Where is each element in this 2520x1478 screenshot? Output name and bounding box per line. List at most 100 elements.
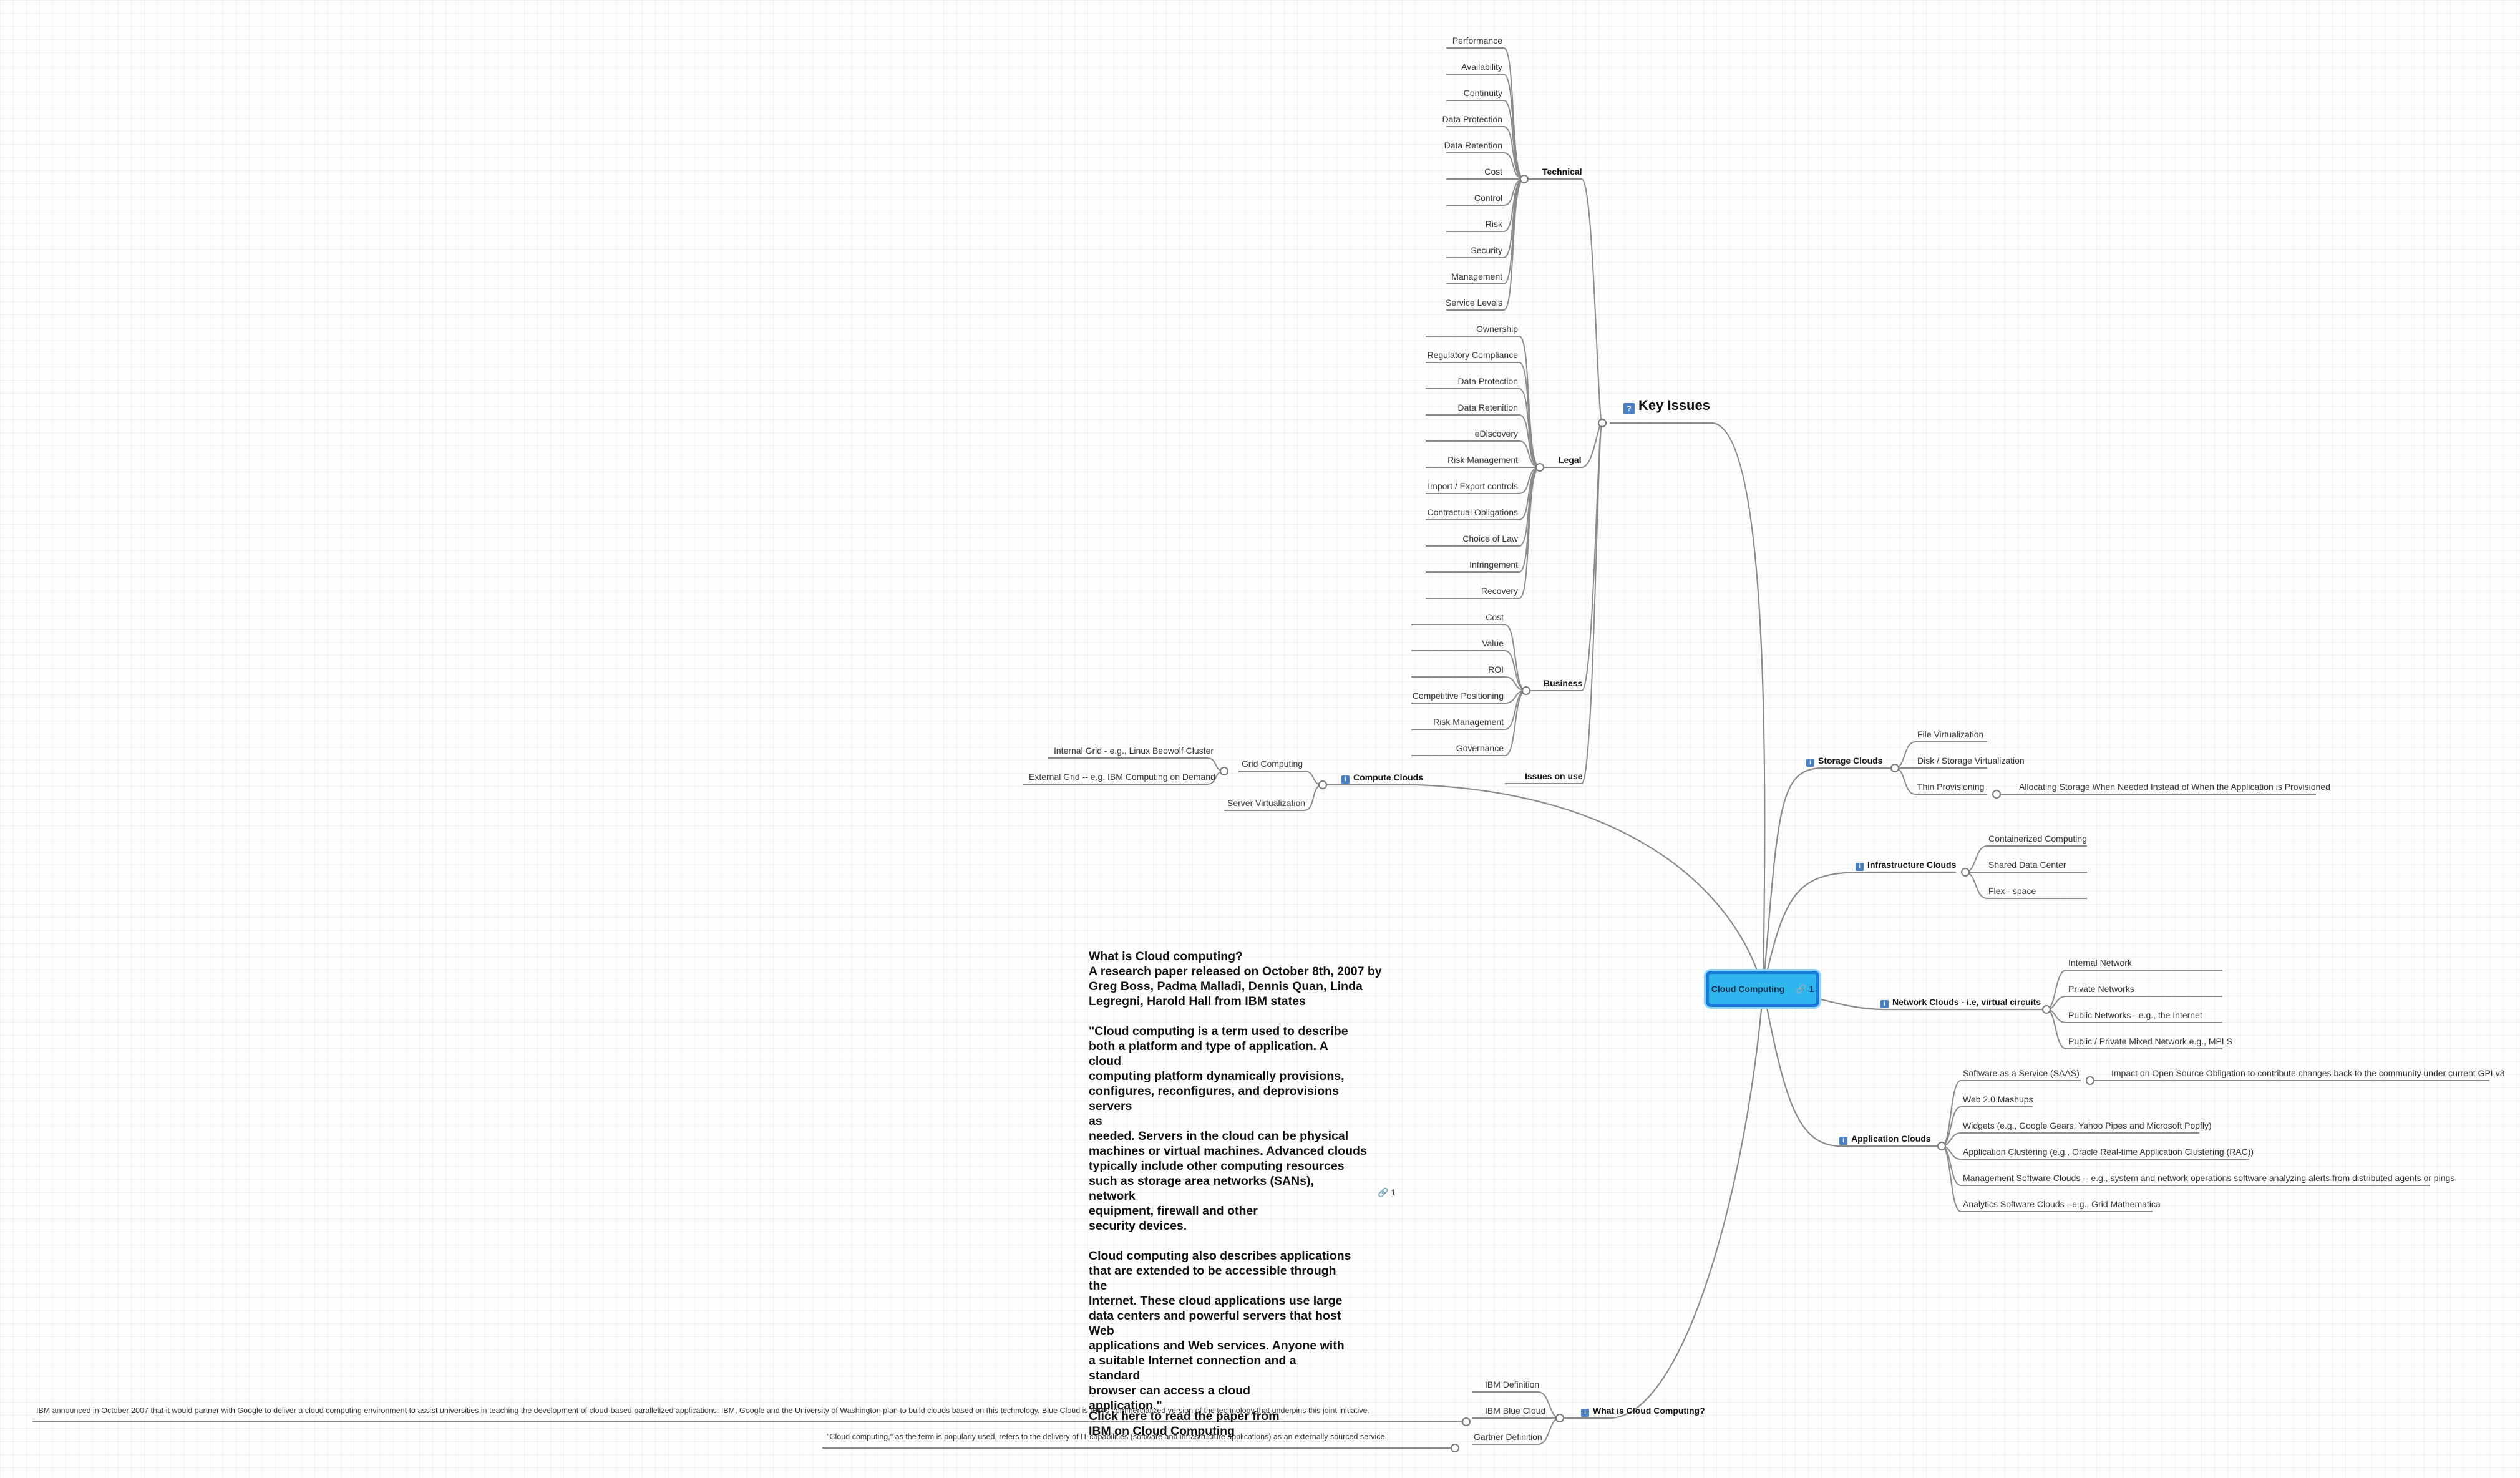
link-icon[interactable]: 🔗: [1378, 1187, 1389, 1197]
ibm-blue-cloud-collapse-knob[interactable]: [1462, 1417, 1471, 1426]
line-key-issues-sub-0: [1522, 178, 1603, 424]
business-item[interactable]: Governance: [1456, 743, 1504, 753]
technical-item[interactable]: Performance: [1452, 36, 1502, 46]
technical-item[interactable]: Data Retention: [1444, 140, 1502, 150]
node-management-software-clouds[interactable]: Management Software Clouds -- e.g., syst…: [1963, 1173, 2455, 1183]
legal-collapse-knob[interactable]: [1535, 463, 1544, 472]
read-paper-link[interactable]: Click here to read the paper from IBM on…: [1089, 1409, 1280, 1438]
node-external-grid[interactable]: External Grid -- e.g. IBM Computing on D…: [1029, 772, 1215, 782]
node-internal-network[interactable]: Internal Network: [2068, 958, 2132, 968]
business-item[interactable]: Competitive Positioning: [1412, 691, 1504, 701]
node-analytics-software-clouds[interactable]: Analytics Software Clouds - e.g., Grid M…: [1963, 1199, 2161, 1209]
subtopic-business[interactable]: Business: [1544, 678, 1583, 688]
technical-item[interactable]: Security: [1471, 245, 1502, 255]
application-collapse-knob[interactable]: [1937, 1142, 1946, 1150]
technical-item[interactable]: Cost: [1484, 167, 1502, 177]
legal-item[interactable]: Choice of Law: [1462, 533, 1518, 543]
topic-icon: ?: [1623, 403, 1635, 414]
subtopic-technical[interactable]: Technical: [1542, 167, 1582, 177]
node-internal-grid[interactable]: Internal Grid - e.g., Linux Beowolf Clus…: [1054, 746, 1214, 756]
subtopic-issues-on-use[interactable]: Issues on use: [1525, 771, 1583, 781]
node-file-virtualization[interactable]: File Virtualization: [1917, 729, 1984, 739]
technical-item[interactable]: Service Levels: [1445, 298, 1502, 308]
branch-key-issues[interactable]: ?Key Issues: [1623, 399, 1710, 414]
technical-item[interactable]: Control: [1474, 193, 1502, 203]
node-saas[interactable]: Software as a Service (SAAS): [1963, 1068, 2080, 1078]
technical-item[interactable]: Continuity: [1463, 88, 1502, 98]
note-link[interactable]: 🔗 1: [1378, 1187, 1396, 1198]
legal-item[interactable]: Data Retenition: [1457, 402, 1518, 412]
infrastructure-clouds-label: Infrastructure Clouds: [1867, 860, 1957, 870]
note-link-count: 1: [1391, 1187, 1396, 1197]
topic-icon: i: [1839, 1137, 1847, 1145]
node-flex-space[interactable]: Flex - space: [1988, 886, 2036, 896]
link-icon[interactable]: 🔗 1: [1796, 983, 1814, 994]
legal-item[interactable]: Risk Management: [1447, 455, 1518, 465]
gartner-collapse-knob[interactable]: [1451, 1444, 1459, 1452]
legal-item[interactable]: Import / Export controls: [1428, 481, 1518, 491]
node-mixed-network[interactable]: Public / Private Mixed Network e.g., MPL…: [2068, 1036, 2232, 1046]
business-item[interactable]: Value: [1482, 638, 1504, 648]
topic-icon: i: [1341, 775, 1350, 784]
technical-item[interactable]: Data Protection: [1442, 114, 1503, 124]
topic-icon: i: [1856, 863, 1864, 871]
root-label: Cloud Computing: [1711, 984, 1785, 994]
root-topic-cloud-computing[interactable]: Cloud Computing 🔗 1: [1706, 971, 1819, 1007]
technical-item[interactable]: Management: [1451, 271, 1502, 281]
network-clouds-label: Network Clouds - i.e, virtual circuits: [1892, 997, 2041, 1007]
thin-provisioning-collapse-knob[interactable]: [1992, 790, 2001, 799]
line-root-application: [1762, 988, 1940, 1147]
legal-item[interactable]: Regulatory Compliance: [1427, 350, 1518, 360]
node-disk-storage-virtualization[interactable]: Disk / Storage Virtualization: [1917, 756, 2025, 766]
legal-item[interactable]: Data Protection: [1457, 376, 1519, 386]
storage-collapse-knob[interactable]: [1890, 764, 1899, 772]
business-collapse-knob[interactable]: [1522, 686, 1530, 695]
infrastructure-collapse-knob[interactable]: [1961, 868, 1970, 877]
technical-collapse-knob[interactable]: [1520, 175, 1529, 183]
node-grid-computing[interactable]: Grid Computing: [1242, 759, 1303, 769]
node-server-virtualization[interactable]: Server Virtualization: [1227, 798, 1306, 808]
technical-item[interactable]: Risk: [1485, 219, 1502, 229]
node-private-networks[interactable]: Private Networks: [2068, 984, 2134, 994]
business-item[interactable]: Risk Management: [1433, 717, 1504, 727]
saas-collapse-knob[interactable]: [2086, 1076, 2094, 1085]
node-thin-provisioning[interactable]: Thin Provisioning: [1917, 782, 1985, 792]
line-compute-grid: [1238, 771, 1323, 785]
key-issues-collapse-knob[interactable]: [1598, 419, 1607, 427]
key-issues-label: Key Issues: [1638, 397, 1710, 413]
line-root-storage: [1762, 767, 1894, 989]
node-widgets[interactable]: Widgets (e.g., Google Gears, Yahoo Pipes…: [1963, 1121, 2212, 1130]
compute-clouds-label: Compute Clouds: [1353, 772, 1423, 782]
compute-collapse-knob[interactable]: [1318, 780, 1327, 789]
node-web20-mashups[interactable]: Web 2.0 Mashups: [1963, 1094, 2033, 1104]
node-gartner-definition[interactable]: Gartner Definition: [1474, 1432, 1542, 1442]
node-allocating-storage[interactable]: Allocating Storage When Needed Instead o…: [2019, 782, 2330, 792]
node-open-source-obligation[interactable]: Impact on Open Source Obligation to cont…: [2111, 1068, 2505, 1078]
legal-item[interactable]: eDiscovery: [1474, 429, 1518, 439]
legal-item[interactable]: Recovery: [1481, 586, 1518, 596]
node-ibm-definition[interactable]: IBM Definition: [1485, 1379, 1540, 1389]
business-item[interactable]: ROI: [1488, 664, 1504, 674]
grid-collapse-knob[interactable]: [1220, 767, 1228, 775]
what-is-collapse-knob[interactable]: [1555, 1414, 1564, 1422]
legal-item[interactable]: Ownership: [1476, 324, 1518, 334]
node-shared-data-center[interactable]: Shared Data Center: [1988, 860, 2066, 870]
node-public-networks[interactable]: Public Networks - e.g., the Internet: [2068, 1010, 2202, 1020]
network-collapse-knob[interactable]: [2042, 1005, 2051, 1014]
legal-item[interactable]: Infringement: [1469, 560, 1518, 570]
legal-item[interactable]: Contractual Obligations: [1427, 507, 1518, 517]
node-application-clustering[interactable]: Application Clustering (e.g., Oracle Rea…: [1963, 1147, 2254, 1157]
line-grid-internal: [1048, 757, 1225, 772]
node-ibm-blue-cloud[interactable]: IBM Blue Cloud: [1485, 1406, 1546, 1416]
business-item[interactable]: Cost: [1486, 612, 1504, 622]
node-containerized-computing[interactable]: Containerized Computing: [1988, 834, 2087, 844]
technical-item[interactable]: Availability: [1461, 62, 1502, 72]
subtopic-legal[interactable]: Legal: [1559, 455, 1582, 465]
